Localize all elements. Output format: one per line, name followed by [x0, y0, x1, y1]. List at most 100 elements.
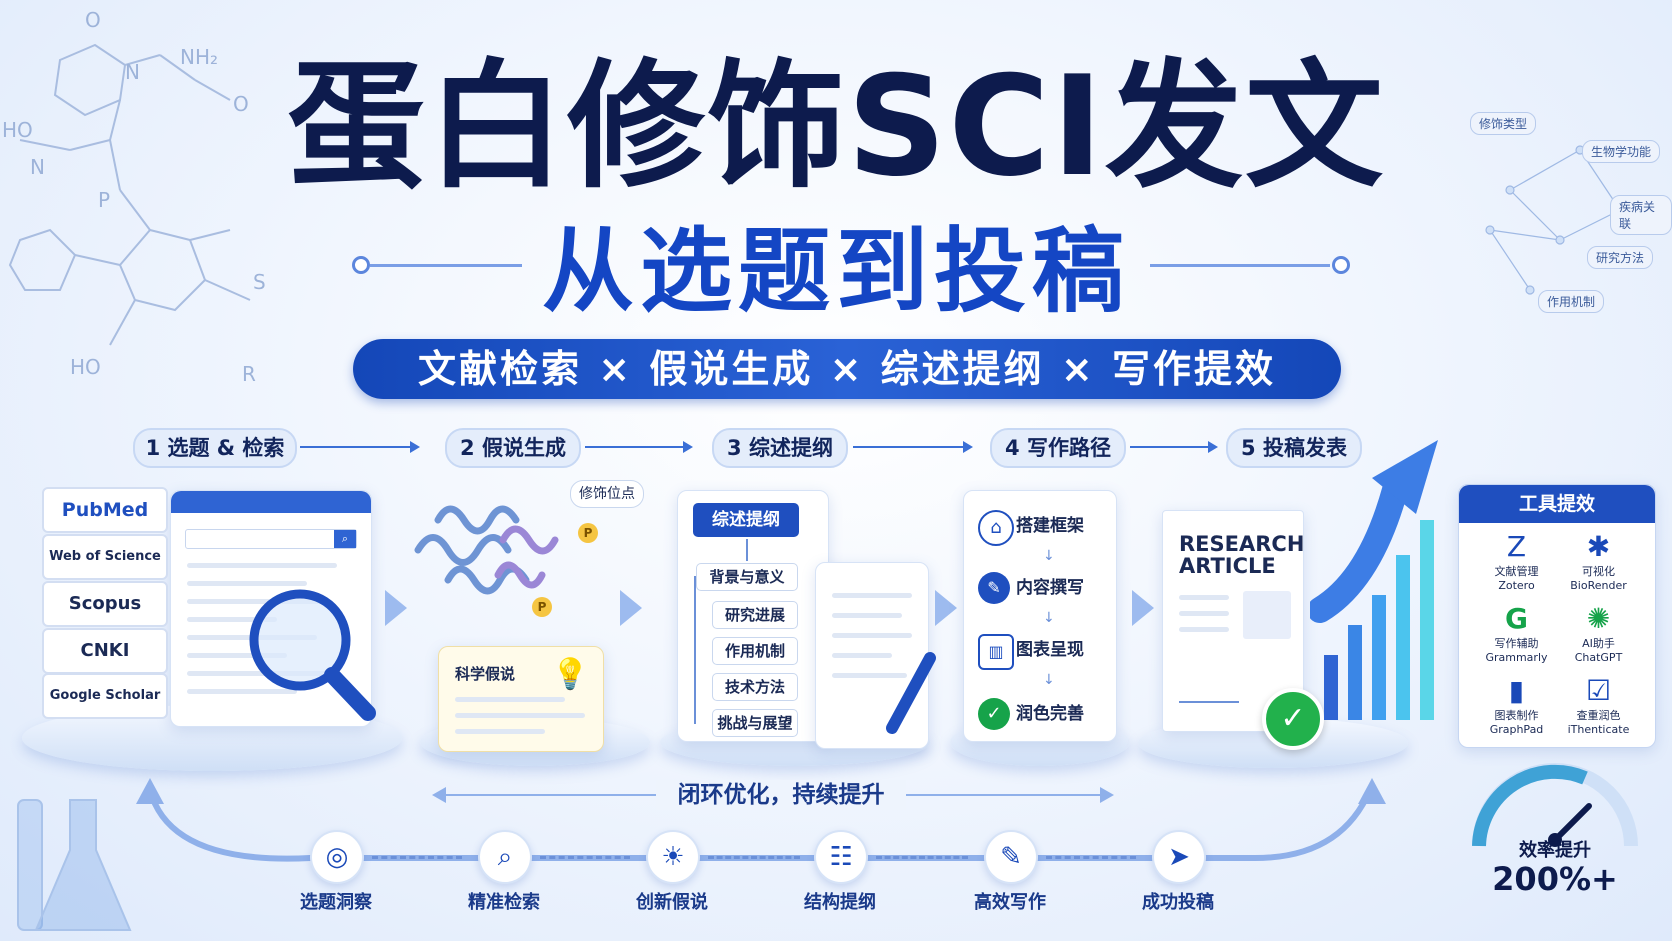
article-line	[1179, 627, 1229, 632]
article-title-line-2: ARTICLE	[1179, 554, 1276, 578]
efficiency-label: 效率提升	[1519, 840, 1591, 861]
outline-item-progress: 研究进展	[712, 601, 798, 629]
bottom-step-hypothesis: 创新假说	[636, 892, 708, 913]
chem-label-ho-2: HO	[70, 355, 101, 379]
loop-optimization-label: 闭环优化，持续提升	[656, 780, 906, 810]
subtitle-left-line	[370, 264, 522, 267]
writing-step-figures: 图表呈现	[1016, 640, 1084, 660]
article-line	[1179, 595, 1229, 600]
search-icon: ⌕	[334, 530, 356, 548]
step-arrow-4-head	[1208, 441, 1218, 453]
bottom-dash-1	[372, 856, 462, 859]
tools-header: 工具提效	[1459, 485, 1655, 523]
main-title: 蛋白修饰SCI发文	[286, 46, 1385, 207]
notepad-line	[832, 613, 902, 618]
writing-step-polish: 润色完善	[1016, 704, 1084, 724]
notepad-line	[832, 593, 912, 598]
feedback-loop-curve	[136, 778, 1386, 862]
outline-item-mechanism: 作用机制	[712, 637, 798, 665]
outline-tree-line	[694, 576, 696, 724]
bottom-step-submit: 成功投稿	[1142, 892, 1214, 913]
step-4-pill: 4 写作路径	[990, 428, 1126, 468]
lab-flask-decoration	[17, 799, 132, 931]
tool-sub: Grammarly	[1485, 651, 1548, 664]
hypothesis-card: 科学假说 💡	[438, 646, 604, 752]
target-icon: ◎	[310, 830, 364, 884]
article-line	[1179, 611, 1229, 616]
chem-label-nh2: NH₂	[180, 45, 219, 69]
hypothesis-line	[455, 729, 545, 734]
hypothesis-line	[455, 697, 565, 702]
graphpad-icon: ▮	[1508, 674, 1525, 707]
notepad-panel	[815, 562, 929, 749]
flow-arrow-2	[620, 590, 642, 626]
browser-search-bar: ⌕	[185, 529, 357, 549]
bottom-dash-4	[876, 856, 968, 859]
hierarchy-icon: ☷	[814, 830, 868, 884]
chem-label-p: P	[98, 188, 111, 212]
tool-sub: iThenticate	[1567, 723, 1630, 736]
outline-item-methods: 技术方法	[712, 673, 798, 701]
biorender-icon: ✱	[1586, 530, 1611, 563]
chem-label-o-2: O	[85, 8, 101, 32]
flow-arrow-1	[385, 590, 407, 626]
article-title-line-1: RESEARCH	[1179, 532, 1305, 556]
chem-label-n-2: N	[30, 155, 45, 179]
bottom-dash-3	[708, 856, 800, 859]
hypothesis-line	[455, 713, 585, 718]
notepad-line	[832, 653, 892, 658]
browser-line	[187, 563, 337, 568]
loop-arrow-right-head	[1100, 787, 1114, 803]
chem-label-n: N	[125, 60, 140, 84]
mindmap-label-modification-type: 修饰类型	[1470, 112, 1537, 135]
article-chart-thumbnail	[1179, 661, 1239, 703]
topic-banner: 文献检索 × 假说生成 × 综述提纲 × 写作提效	[353, 339, 1341, 399]
browser-titlebar	[171, 491, 371, 513]
tool-biorender: ✱ 可视化 BioRender	[1561, 529, 1636, 604]
tools-panel: 工具提效 Z 文献管理 Zotero ✱ 可视化 BioRender G 写作辅…	[1458, 484, 1656, 748]
loop-arrow-left-head	[432, 787, 446, 803]
tool-graphpad: ▮ 图表制作 GraphPad	[1479, 673, 1554, 748]
tool-sub: Zotero	[1498, 579, 1535, 592]
web-of-science-logo: Web of Science	[42, 534, 168, 580]
tool-sub: GraphPad	[1489, 723, 1544, 736]
bar-chart-icon: ▥	[978, 634, 1014, 670]
tool-zotero: Z 文献管理 Zotero	[1479, 529, 1554, 604]
subtitle: 从选题到投稿	[541, 218, 1130, 325]
efficiency-value: 200%+	[1492, 860, 1618, 898]
cnki-logo: CNKI	[42, 628, 168, 674]
house-icon: ⌂	[978, 510, 1014, 546]
google-scholar-logo: Google Scholar	[42, 673, 168, 719]
chem-label-s: S	[253, 270, 266, 294]
tool-chatgpt: ✺ AI助手 ChatGPT	[1561, 601, 1636, 676]
tool-name: 可视化	[1582, 565, 1615, 578]
writing-down-arrow: ↓	[1043, 672, 1055, 688]
subtitle-right-line	[1150, 264, 1330, 267]
phospho-site-marker: P	[532, 597, 552, 617]
search-icon: ⌕	[478, 830, 532, 884]
outline-connector	[746, 539, 748, 561]
step-3-pill: 3 综述提纲	[712, 428, 848, 468]
growth-chart-icon	[1310, 440, 1438, 720]
flow-arrow-4	[1132, 590, 1154, 626]
scopus-logo: Scopus	[42, 581, 168, 627]
bottom-dash-2	[540, 856, 630, 859]
browser-line	[187, 689, 297, 694]
chem-label-ho: HO	[2, 118, 33, 142]
outline-item-outlook: 挑战与展望	[712, 709, 798, 737]
subtitle-right-dot	[1332, 256, 1350, 274]
flow-arrow-3	[935, 590, 957, 626]
bottom-step-writing: 高效写作	[974, 892, 1046, 913]
grammarly-icon: G	[1505, 602, 1528, 635]
tool-sub: ChatGPT	[1574, 651, 1623, 664]
step-arrow-3	[853, 446, 965, 448]
research-article-document: RESEARCH ARTICLE	[1162, 510, 1304, 732]
hypothesis-label: 科学假说	[455, 665, 516, 683]
browser-line	[187, 581, 307, 586]
step-arrow-2-head	[683, 441, 693, 453]
step-arrow-4	[1130, 446, 1210, 448]
zotero-icon: Z	[1506, 530, 1527, 563]
step-arrow-3-head	[963, 441, 973, 453]
pen-icon: ✎	[984, 830, 1038, 884]
writing-down-arrow: ↓	[1043, 548, 1055, 564]
